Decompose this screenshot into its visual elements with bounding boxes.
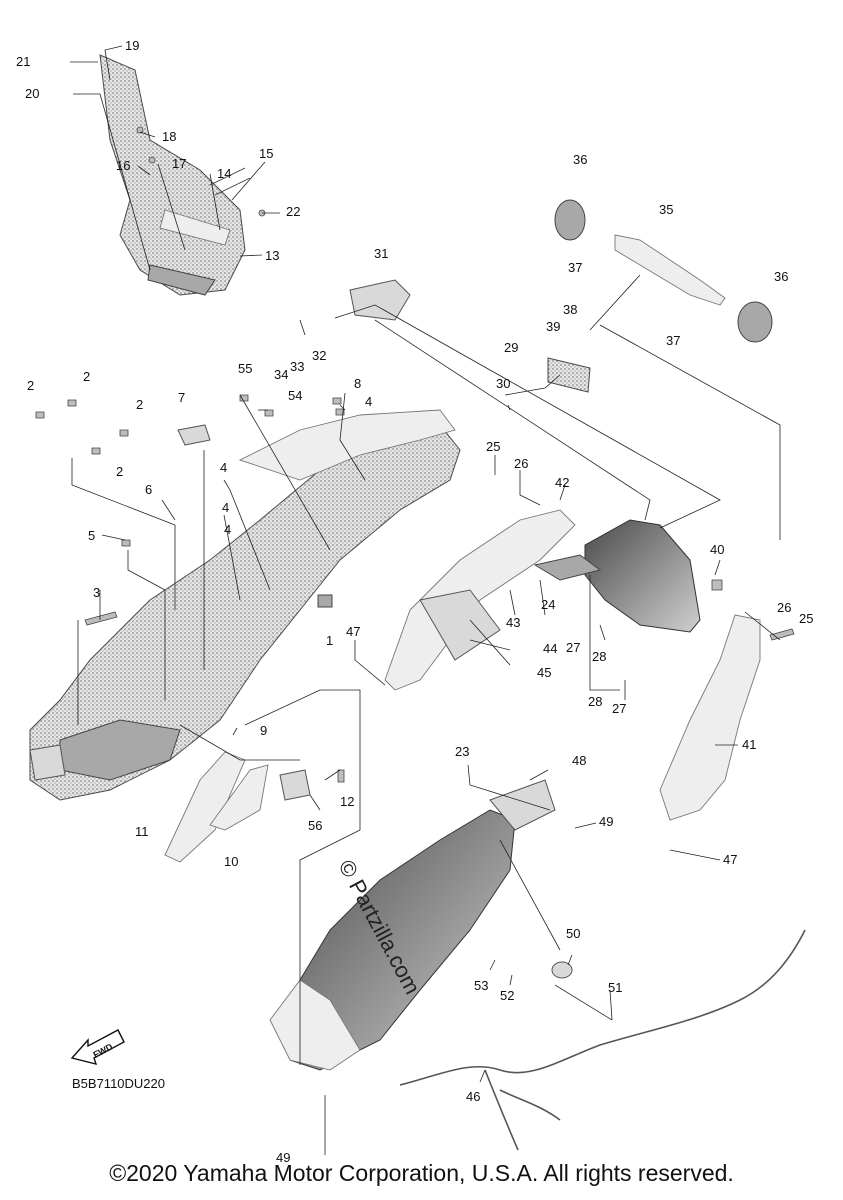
callout-41: 41 xyxy=(742,737,756,752)
callout-26: 26 xyxy=(777,600,791,615)
callout-13: 13 xyxy=(265,248,279,263)
callout-51: 51 xyxy=(608,980,622,995)
callout-labels: 1 2 2 2 2 3 4 4 4 4 5 6 7 8 9 10 11 12 1… xyxy=(16,38,813,1165)
turn-signal-bracket xyxy=(349,199,773,393)
callout-48: 48 xyxy=(572,753,586,768)
callout-37: 37 xyxy=(666,333,680,348)
side-cover-41 xyxy=(659,614,795,821)
callout-17: 17 xyxy=(172,156,186,171)
callout-54: 54 xyxy=(288,388,302,403)
callout-2: 2 xyxy=(27,378,34,393)
callout-19: 19 xyxy=(125,38,139,53)
callout-8: 8 xyxy=(354,376,361,391)
callout-12: 12 xyxy=(340,794,354,809)
callout-9: 9 xyxy=(260,723,267,738)
callout-11: 11 xyxy=(135,824,149,839)
callout-33: 33 xyxy=(290,359,304,374)
copyright-notice: ©2020 Yamaha Motor Corporation, U.S.A. A… xyxy=(109,1160,734,1186)
callout-47: 47 xyxy=(723,852,737,867)
leader-lines xyxy=(70,45,781,1155)
callout-22: 22 xyxy=(286,204,300,219)
callout-14: 14 xyxy=(217,166,231,181)
wire-harness-46 xyxy=(399,929,806,1151)
diagram-code: B5B7110DU220 xyxy=(72,1076,165,1091)
callout-40: 40 xyxy=(710,542,724,557)
callout-56: 56 xyxy=(308,818,322,833)
callout-38: 38 xyxy=(563,302,577,317)
callout-18: 18 xyxy=(162,129,176,144)
callout-49: 49 xyxy=(276,1150,290,1165)
callout-15: 15 xyxy=(259,146,273,161)
callout-16: 16 xyxy=(116,158,130,173)
callout-10: 10 xyxy=(224,854,238,869)
lower-cover-panels xyxy=(164,751,345,863)
callout-44: 44 xyxy=(543,641,557,656)
callout-37: 37 xyxy=(568,260,582,275)
callout-42: 42 xyxy=(555,475,569,490)
callout-21: 21 xyxy=(16,54,30,69)
callout-30: 30 xyxy=(496,376,510,391)
callout-2: 2 xyxy=(83,369,90,384)
tail-bracket-assembly xyxy=(99,54,266,296)
callout-20: 20 xyxy=(25,86,39,101)
callout-47: 47 xyxy=(346,624,360,639)
rear-under-tray xyxy=(29,409,461,801)
callout-29: 29 xyxy=(504,340,518,355)
callout-23: 23 xyxy=(455,744,469,759)
callout-28: 28 xyxy=(588,694,602,709)
callout-4: 4 xyxy=(220,460,227,475)
callout-7: 7 xyxy=(178,390,185,405)
callout-45: 45 xyxy=(537,665,551,680)
callout-24: 24 xyxy=(541,597,555,612)
callout-2: 2 xyxy=(116,464,123,479)
callout-6: 6 xyxy=(145,482,152,497)
callout-55: 55 xyxy=(238,361,252,376)
callout-25: 25 xyxy=(799,611,813,626)
callout-52: 52 xyxy=(500,988,514,1003)
callout-28: 28 xyxy=(592,649,606,664)
callout-53: 53 xyxy=(474,978,488,993)
fastener-cluster xyxy=(35,394,345,626)
callout-5: 5 xyxy=(88,528,95,543)
lower-tail-cover xyxy=(269,779,613,1071)
callout-25: 25 xyxy=(486,439,500,454)
callout-2: 2 xyxy=(136,397,143,412)
callout-35: 35 xyxy=(659,202,673,217)
callout-3: 3 xyxy=(93,585,100,600)
callout-46: 46 xyxy=(466,1089,480,1104)
callout-36: 36 xyxy=(774,269,788,284)
callout-32: 32 xyxy=(312,348,326,363)
callout-4: 4 xyxy=(224,522,231,537)
forward-arrow-icon: FWD xyxy=(70,1029,125,1065)
callout-43: 43 xyxy=(506,615,520,630)
callout-50: 50 xyxy=(566,926,580,941)
callout-49: 49 xyxy=(599,814,613,829)
callout-34: 34 xyxy=(274,367,288,382)
callout-39: 39 xyxy=(546,319,560,334)
callout-4: 4 xyxy=(222,500,229,515)
callout-26: 26 xyxy=(514,456,528,471)
callout-31: 31 xyxy=(374,246,388,261)
callout-1: 1 xyxy=(326,633,333,648)
callout-36: 36 xyxy=(573,152,587,167)
callout-27: 27 xyxy=(566,640,580,655)
callout-4: 4 xyxy=(365,394,372,409)
callout-27: 27 xyxy=(612,701,626,716)
